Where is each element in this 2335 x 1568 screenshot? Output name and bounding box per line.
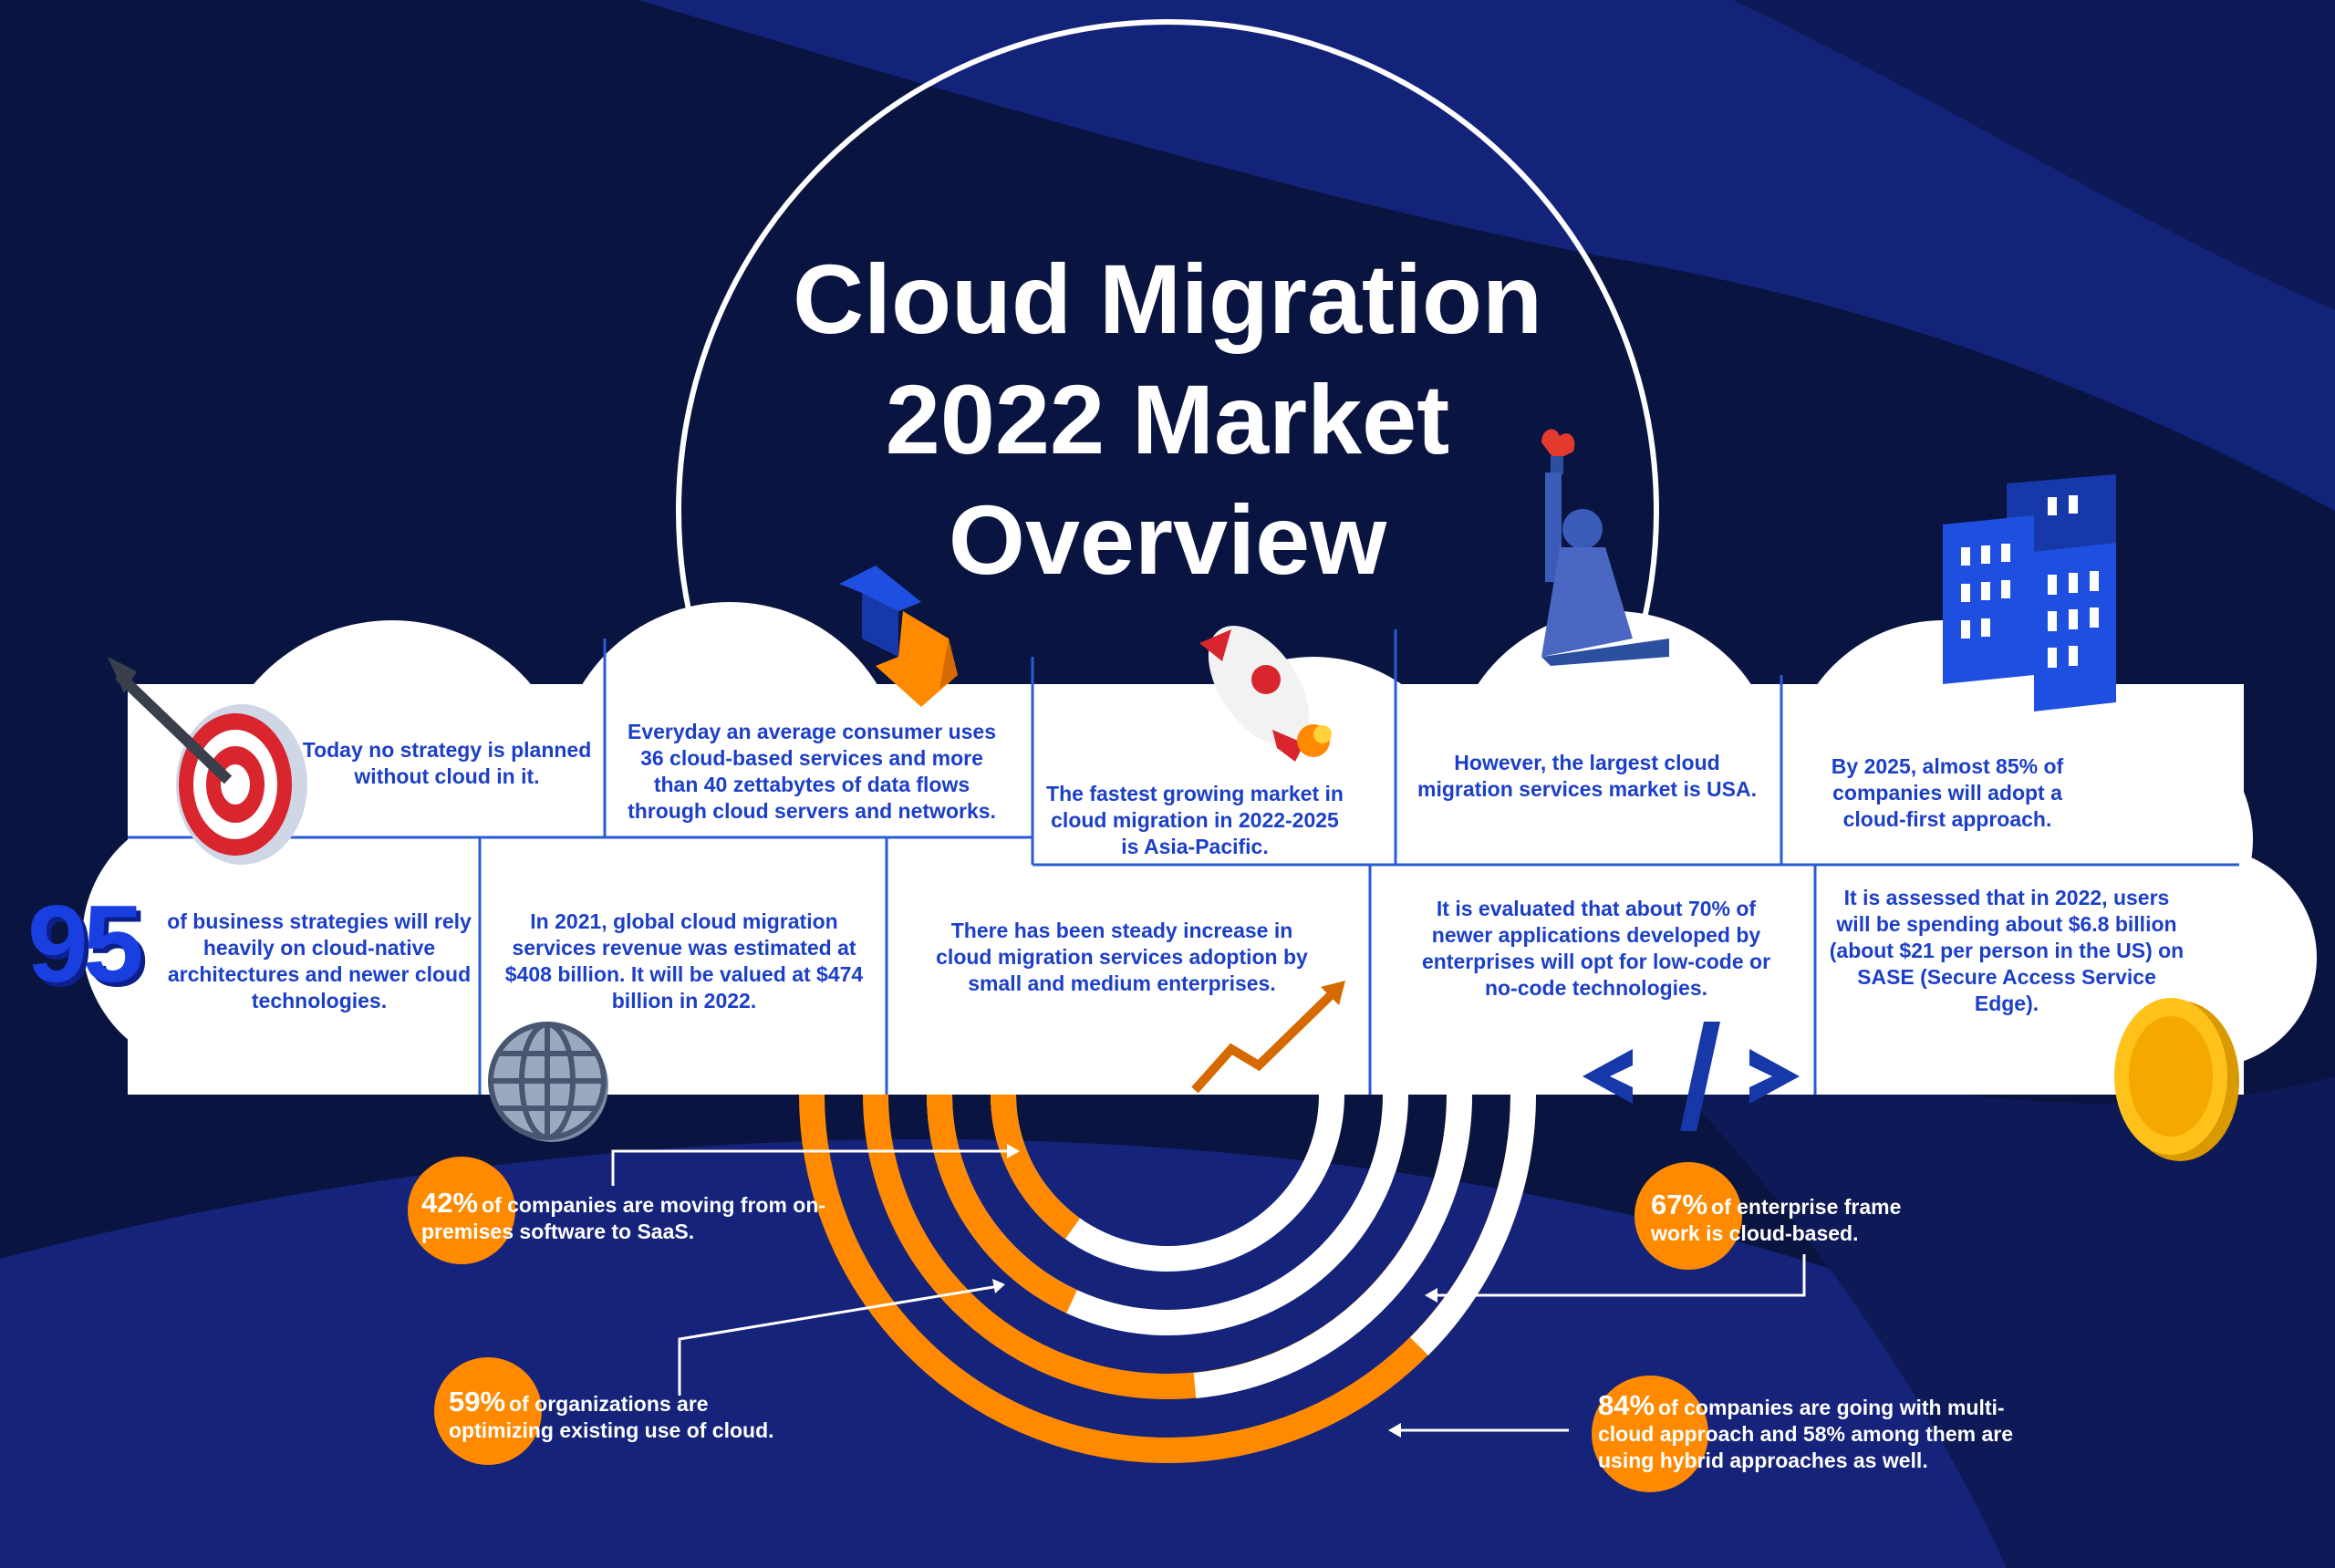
rocket-icon xyxy=(1199,626,1332,762)
statue-of-liberty-icon xyxy=(1541,429,1669,666)
target-arrow-icon xyxy=(108,657,307,865)
stat-multicloud-text: of companies are going with multi-cloud … xyxy=(1598,1396,2013,1472)
ring-chart xyxy=(799,1094,1537,1463)
title-line-3: Overview xyxy=(948,484,1387,595)
dollar-coin-icon xyxy=(2114,998,2239,1161)
fact-smb: There has been steady increase in cloud … xyxy=(936,919,1308,995)
buildings-icon xyxy=(1943,474,2116,711)
title-line-1: Cloud Migration xyxy=(793,244,1542,354)
stat-multicloud: 84%of companies are going with multi-clo… xyxy=(1598,1389,2036,1474)
fact-revenue: In 2021, global cloud migration services… xyxy=(504,909,864,1012)
stat-optimizing-percent: 59% xyxy=(449,1386,506,1417)
stat-enterprise: 67%of enterprise frame work is cloud-bas… xyxy=(1651,1189,1925,1247)
title-line-2: 2022 Market xyxy=(885,364,1450,474)
fact-consumer: Everyday an average consumer uses 36 clo… xyxy=(627,720,996,823)
code-icon xyxy=(1583,1022,1800,1131)
stat-multicloud-percent: 84% xyxy=(1598,1389,1655,1421)
stat-optimizing-text: of organizations are optimizing existing… xyxy=(449,1392,774,1442)
fact-lowcode: It is evaluated that about 70% of newer … xyxy=(1421,897,1771,1000)
cube-arrows-icon xyxy=(839,566,958,707)
fact-no-strategy: Today no strategy is planned without clo… xyxy=(302,738,592,788)
stat-saas-percent: 42% xyxy=(421,1187,479,1219)
fact-asia: The fastest growing market in cloud migr… xyxy=(1046,782,1344,858)
fact-sase: It is assessed that in 2022, users will … xyxy=(1829,886,2185,1015)
trend-arrow-icon xyxy=(1191,981,1345,1094)
globe-icon xyxy=(488,1022,608,1142)
page-title: Cloud Migration 2022 Market Overview xyxy=(730,239,1605,600)
fact-usa: However, the largest cloud migration ser… xyxy=(1417,751,1757,801)
stat-enterprise-text: of enterprise frame work is cloud-based. xyxy=(1651,1195,1902,1245)
fact-cloud-first: By 2025, almost 85% of companies will ad… xyxy=(1831,754,2064,831)
stat-enterprise-percent: 67% xyxy=(1651,1189,1708,1220)
stat-saas-text: of companies are moving from on-premises… xyxy=(421,1193,826,1243)
fact-business: of business strategies will rely heavily… xyxy=(167,909,472,1012)
stat-59-dot xyxy=(434,1357,542,1465)
stat-84-dot xyxy=(1592,1376,1708,1492)
big-95-number: 95 xyxy=(27,883,143,1005)
stat-67-dot xyxy=(1634,1162,1742,1270)
stat-saas: 42%of companies are moving from on-premi… xyxy=(421,1189,841,1245)
stat-42-dot xyxy=(408,1157,515,1264)
stat-optimizing: 59%of organizations are optimizing exist… xyxy=(449,1386,795,1444)
